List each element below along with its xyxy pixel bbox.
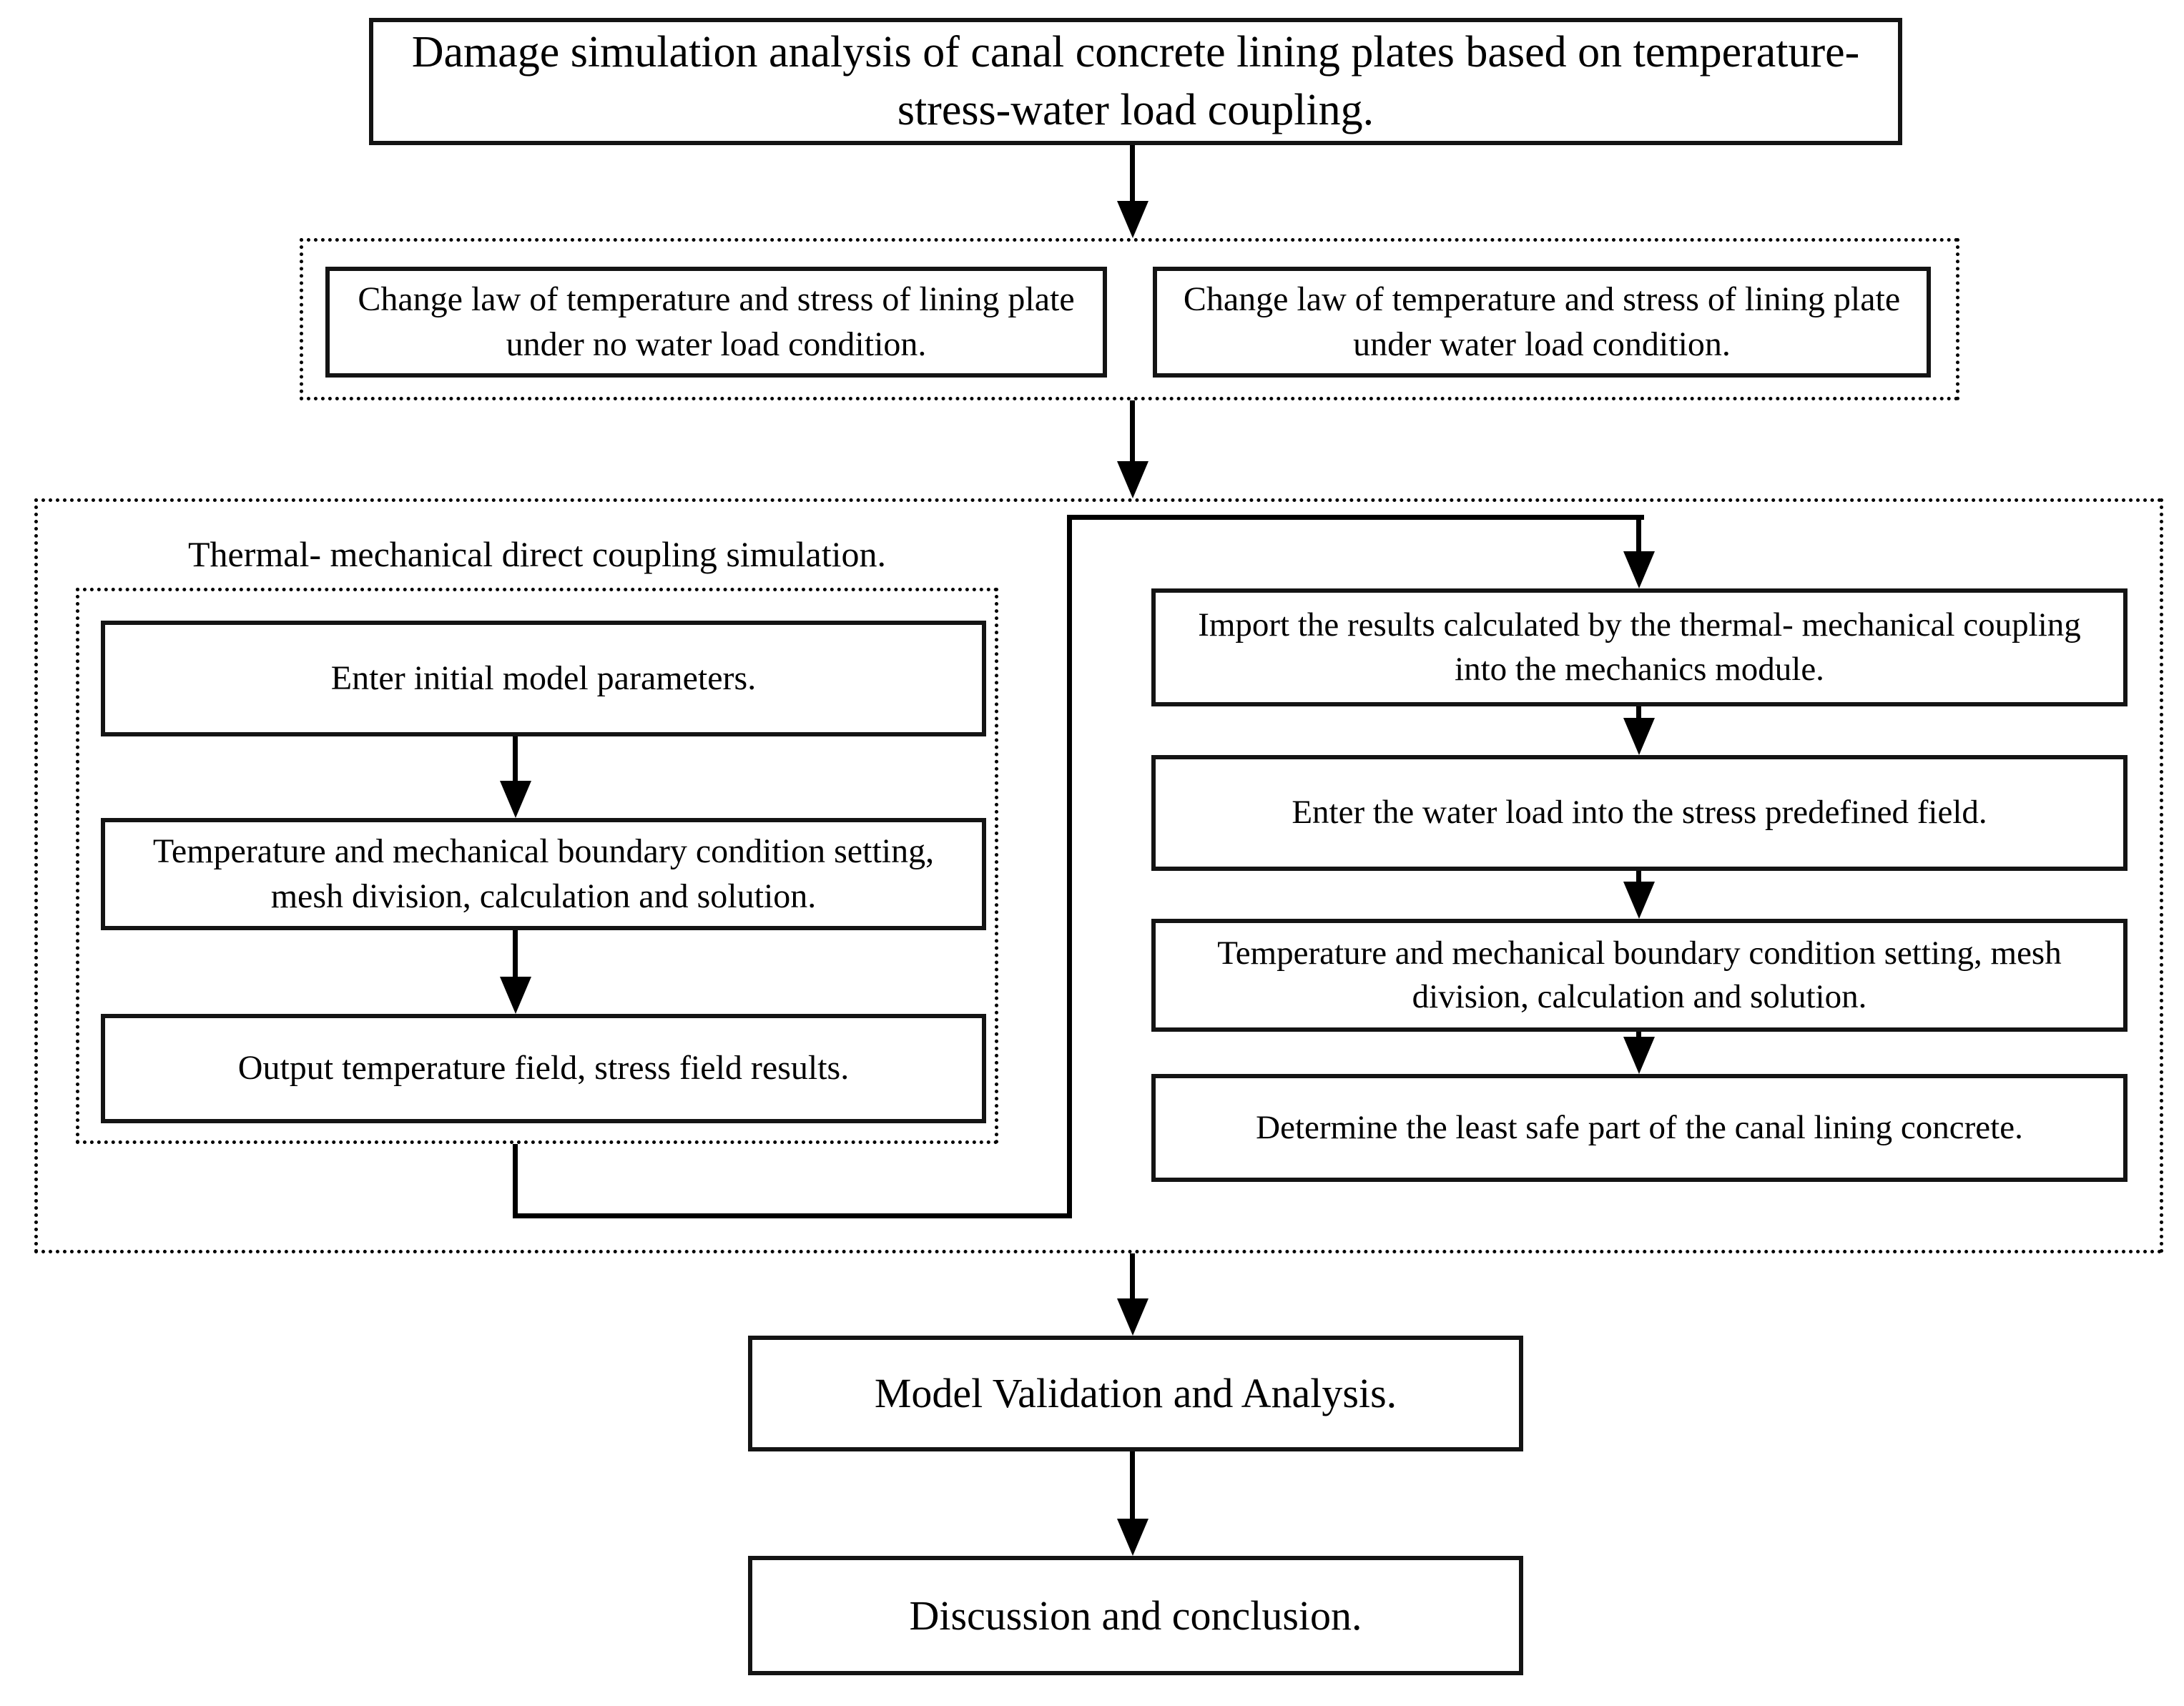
step-boundary-condition-left-text: Temperature and mechanical boundary cond… [152,832,935,915]
arrow-right-step3-to-step4-head [1623,1037,1655,1074]
arrow-left-step2-to-step3-head [500,977,531,1014]
arrow-simulation-to-validation-shaft [1130,1253,1135,1301]
model-validation-box: Model Validation and Analysis. [748,1336,1523,1451]
step-enter-initial-parameters: Enter initial model parameters. [101,621,986,736]
thermal-coupling-subgroup [76,588,998,1144]
arrow-validation-to-conclusion-shaft [1130,1451,1135,1519]
arrow-right-step3-to-step4-shaft [1636,1032,1641,1039]
model-validation-text: Model Validation and Analysis. [874,1370,1397,1417]
title-box: Damage simulation analysis of canal conc… [369,18,1902,145]
arrow-validation-to-conclusion-head [1117,1519,1148,1556]
step-import-results: Import the results calculated by the the… [1151,588,2128,706]
connector-output-to-import-shaft [1636,515,1641,554]
step-boundary-condition-right-text: Temperature and mechanical boundary cond… [1217,934,2062,1015]
connector-output-to-import-seg-up [1067,515,1072,1218]
step-import-results-text: Import the results calculated by the the… [1198,606,2081,688]
conditions-group [300,238,1959,400]
arrow-simulation-to-validation-head [1117,1298,1148,1336]
arrow-right-step1-to-step2-head [1623,718,1655,755]
connector-output-to-import-head [1623,551,1655,588]
arrow-title-to-conditions-head [1117,201,1148,238]
arrow-conditions-to-simulation-shaft [1130,400,1135,464]
arrow-right-step2-to-step3-head [1623,882,1655,919]
arrow-left-step1-to-step2-shaft [513,736,518,784]
water-load-text: Change law of temperature and stress of … [1183,280,1901,363]
coupling-section-label: Thermal- mechanical direct coupling simu… [76,527,998,581]
step-output-results-text: Output temperature field, stress field r… [237,1049,850,1088]
coupling-section-label-text: Thermal- mechanical direct coupling simu… [187,533,887,574]
no-water-load-box: Change law of temperature and stress of … [325,267,1107,378]
step-boundary-condition-right: Temperature and mechanical boundary cond… [1151,919,2128,1032]
step-enter-water-load-text: Enter the water load into the stress pre… [1292,794,1987,832]
arrow-left-step1-to-step2-head [500,781,531,818]
step-enter-initial-parameters-text: Enter initial model parameters. [330,659,757,697]
arrow-conditions-to-simulation-head [1117,461,1148,498]
connector-output-to-import-seg-top [1067,515,1644,520]
arrow-title-to-conditions-shaft [1130,145,1135,204]
step-enter-water-load: Enter the water load into the stress pre… [1151,755,2128,871]
title-text: Damage simulation analysis of canal conc… [411,28,1860,134]
arrow-right-step2-to-step3-shaft [1636,871,1641,883]
arrow-right-step1-to-step2-shaft [1636,706,1641,721]
connector-output-to-import-seg-down [513,1144,518,1218]
discussion-conclusion-text: Discussion and conclusion. [909,1592,1362,1639]
water-load-box: Change law of temperature and stress of … [1153,267,1931,378]
step-determine-least-safe-part: Determine the least safe part of the can… [1151,1074,2128,1182]
discussion-conclusion-box: Discussion and conclusion. [748,1556,1523,1675]
step-determine-least-safe-part-text: Determine the least safe part of the can… [1256,1108,2023,1146]
simulation-group [34,498,2163,1253]
connector-output-to-import-seg-bottom [513,1213,1072,1218]
no-water-load-text: Change law of temperature and stress of … [358,280,1075,363]
step-output-results: Output temperature field, stress field r… [101,1014,986,1123]
arrow-left-step2-to-step3-shaft [513,930,518,980]
step-boundary-condition-left: Temperature and mechanical boundary cond… [101,818,986,930]
